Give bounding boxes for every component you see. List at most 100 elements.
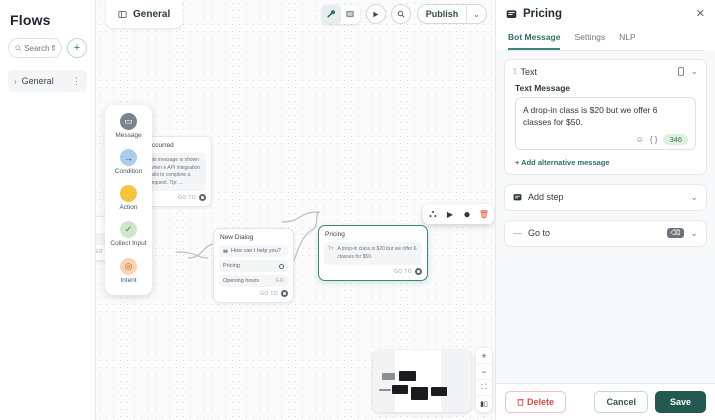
minimap[interactable] [373,350,471,412]
message-text[interactable]: A drop-in class is $20 but we offer 6 cl… [523,105,658,128]
palette-item-message[interactable]: ▭ Message [105,113,152,140]
add-step-card[interactable]: Add step ⌄ [504,183,707,211]
node-prompt-text: How can I help you? [231,248,281,254]
message-tools: ☺ { } 346 [523,133,688,145]
collapse-icon[interactable]: ⌄ [690,191,698,202]
fit-view-button[interactable]: ⛶ [476,380,492,396]
option-output-port[interactable] [279,263,284,269]
palette-item-action[interactable]: ⚡ Action [105,185,152,212]
add-flow-button[interactable]: + [67,38,87,58]
divider [466,4,468,24]
zoom-out-button[interactable]: − [476,364,492,380]
copy-icon[interactable] [677,67,685,76]
palette-item-condition[interactable]: → Condition [105,149,152,176]
palette-item-label: Collect Input [110,240,147,248]
page-title: Flows [10,12,51,28]
go-to-card[interactable]: — Go to ⌫ ⌄ [504,219,707,247]
node-error-occurred[interactable]: Occurred his message is shown when e API… [140,136,212,207]
message-icon [223,249,228,253]
node-output-port[interactable] [281,290,288,297]
node-option-row[interactable]: Opening hours GO [219,275,288,287]
trash-icon [517,399,524,406]
clear-go-to-chip[interactable]: ⌫ [666,228,685,239]
selected-node-toolbar[interactable]: ⛬ ▶ ● 🗑 [423,204,494,224]
node-option-row[interactable]: Pricing [219,260,288,272]
panel-tabs: Bot Message Settings NLP [506,28,705,51]
canvas-toolbar: Publish ⌄ [321,4,487,24]
delete-button[interactable]: Delete [505,391,567,413]
close-icon[interactable]: ✕ [695,7,705,20]
emoji-icon[interactable]: ☺ [635,134,644,144]
branch-icon[interactable]: ⛬ [429,207,437,220]
tab-nlp[interactable]: NLP [619,32,636,42]
node-prompt-row: How can I help you? [219,245,288,257]
text-step-card: ⁞⁞ Text ⌄ Text Message A drop-in class i… [504,59,707,175]
palette-item-label: Intent [120,276,137,284]
search-box[interactable] [8,38,62,58]
canvas-tab-general[interactable]: General [106,0,183,28]
palette-item-collect-input[interactable]: ✓ Collect Input [105,221,152,248]
play-icon[interactable]: ▶ [446,209,454,219]
panel-body: ⁞⁞ Text ⌄ Text Message A drop-in class i… [496,51,715,383]
search-input[interactable] [24,43,55,53]
text-card-title: Text [520,66,537,77]
collapse-icon[interactable]: ⌄ [690,227,698,238]
node-output-port[interactable] [415,268,422,275]
palette-item-intent[interactable]: ◎ Intent [105,257,152,285]
drag-handle-icon[interactable]: ⁞⁞ [513,67,517,76]
node-goto-label: GO TO [178,194,196,201]
minimap-viewport[interactable] [395,350,441,412]
panel-footer: Delete Cancel Save [496,383,715,420]
tab-settings[interactable]: Settings [574,32,606,42]
sidebar-item-label: General [21,76,54,86]
minimap-node [399,371,416,381]
message-square-icon [506,9,517,18]
wrench-icon[interactable] [321,4,341,24]
variable-icon[interactable]: { } [649,134,658,144]
minimap-node [431,387,447,396]
minimap-node [379,389,391,391]
properties-panel: Pricing ✕ Bot Message Settings NLP ⁞⁞ Te… [495,0,715,420]
cancel-button[interactable]: Cancel [594,391,648,413]
more-options-icon[interactable]: ⋮ [72,75,81,86]
note-icon[interactable] [341,5,360,24]
save-button[interactable]: Save [654,391,706,413]
canvas-tab-label: General [133,8,171,20]
node-type-palette[interactable]: ▭ Message → Condition ⚡ Action ✓ Collect… [105,105,152,295]
node-new-dialog[interactable]: New Dialog How can I help you? Pricing O… [213,228,294,303]
publish-button[interactable]: Publish [425,9,459,19]
node-output-port[interactable] [199,194,206,201]
node-title: New Dialog [220,234,254,241]
node-pricing[interactable]: Pricing Tт A drop-in class is $20 but we… [318,225,428,281]
add-alternative-message-link[interactable]: + Add alternative message [515,157,610,167]
palette-item-label: Action [119,204,138,212]
node-goto-label: GO [275,278,284,284]
publish-control[interactable]: Publish ⌄ [416,4,487,24]
flow-canvas[interactable]: Occurred his message is shown when e API… [96,0,495,420]
canvas-tool-group [321,4,360,24]
message-icon: ▭ [120,113,137,130]
search-canvas-button[interactable] [390,4,411,24]
minimap-node [392,385,408,394]
node-title: Pricing [325,231,345,238]
message-input-box[interactable]: A drop-in class is $20 but we offer 6 cl… [515,97,696,150]
intent-icon: ◎ [120,257,137,275]
text-message-label: Text Message [515,83,571,93]
message-square-icon [513,193,522,200]
node-goto-label-partial: GO TO [96,248,112,255]
color-dot-icon[interactable]: ● [463,207,471,221]
sidebar-item-general[interactable]: › General ⋮ [8,70,87,92]
arrow-right-icon: — [513,228,522,239]
delete-icon[interactable]: 🗑 [478,209,490,219]
toggle-minimap-button[interactable]: ▮▯ [480,401,488,408]
chevron-down-icon[interactable]: ⌄ [473,9,480,19]
zoom-controls[interactable]: + − ⛶ ▮▯ [476,348,492,412]
collapse-icon[interactable]: ⌄ [690,66,698,76]
zoom-in-button[interactable]: + [476,348,492,364]
panel-header: Pricing ✕ Bot Message Settings NLP [496,0,715,51]
node-goto-label: GO TO [394,268,412,275]
board-icon [118,10,127,18]
play-button[interactable] [365,4,386,24]
tab-bot-message[interactable]: Bot Message [508,28,561,50]
